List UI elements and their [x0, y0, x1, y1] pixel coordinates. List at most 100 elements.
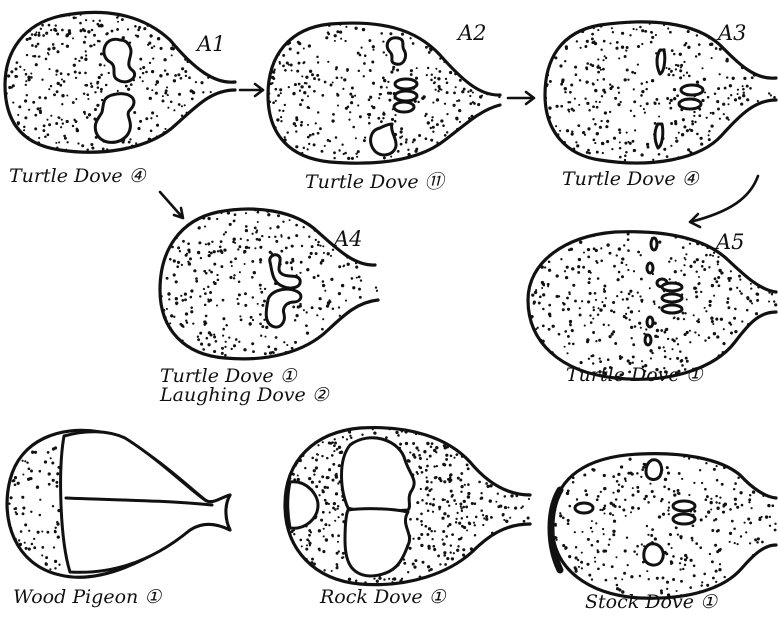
speckle-dot	[131, 145, 134, 148]
speckle-dot	[534, 291, 537, 294]
speckle-dot	[34, 55, 37, 58]
speckle-dot	[202, 348, 205, 351]
speckle-dot	[266, 209, 269, 212]
speckle-dot	[80, 14, 82, 16]
speckle-dot	[380, 32, 383, 35]
speckle-dot	[504, 506, 507, 509]
speckle-dot	[48, 53, 50, 55]
speckle-dot	[668, 513, 670, 515]
speckle-dot	[354, 27, 357, 30]
speckle-dot	[581, 300, 583, 302]
speckle-dot	[16, 61, 19, 64]
speckle-dot	[190, 89, 193, 92]
speckle-dot	[591, 41, 594, 44]
speckle-dot	[679, 69, 682, 72]
speckle-dot	[200, 343, 203, 346]
caption-a1: Turtle Dove ④	[9, 165, 146, 187]
speckle-dot	[175, 297, 178, 300]
speckle-dot	[485, 515, 488, 518]
speckle-dot	[646, 525, 648, 527]
speckle-dot	[225, 324, 228, 327]
speckle-dot	[373, 431, 376, 434]
speckle-dot	[319, 127, 322, 130]
speckle-dot	[222, 328, 225, 331]
speckle-dot	[238, 280, 241, 283]
speckle-dot	[596, 106, 599, 109]
speckle-dot	[184, 58, 187, 61]
speckle-dot	[722, 342, 725, 345]
speckle-dot	[12, 479, 15, 482]
speckle-dot	[106, 148, 108, 150]
speckle-dot	[30, 511, 32, 513]
speckle-dot	[621, 275, 624, 278]
speckle-dot	[585, 493, 588, 496]
speckle-dot	[722, 103, 725, 106]
speckle-dot	[304, 82, 306, 84]
speckle-dot	[468, 522, 471, 525]
speckle-dot	[350, 437, 352, 439]
speckle-dot	[651, 528, 654, 531]
speckle-dot	[544, 266, 546, 268]
speckle-dot	[155, 83, 157, 85]
speckle-dot	[169, 322, 171, 324]
speckle-dot	[547, 285, 549, 287]
speckle-dot	[250, 316, 253, 319]
speckle-dot	[63, 80, 66, 83]
speckle-dot	[299, 459, 302, 462]
speckle-dot	[280, 120, 282, 122]
speckle-dot	[434, 476, 437, 479]
speckle-dot	[593, 247, 596, 250]
speckle-dot	[615, 556, 617, 558]
speckle-dot	[233, 274, 235, 276]
speckle-dot	[619, 131, 622, 134]
speckle-dot	[640, 94, 643, 97]
speckle-dot	[724, 466, 727, 469]
speckle-dot	[691, 120, 694, 123]
speckle-dot	[244, 263, 246, 265]
speckle-dot	[72, 101, 75, 104]
speckle-dot	[567, 308, 570, 311]
speckle-dot	[583, 473, 586, 476]
speckle-dot	[319, 297, 322, 300]
speckle-dot	[592, 331, 595, 334]
speckle-dot	[613, 265, 616, 268]
speckle-dot	[34, 127, 37, 130]
speckle-dot	[315, 466, 318, 469]
speckle-dot	[565, 45, 568, 48]
speckle-dot	[213, 336, 216, 339]
speckle-dot	[641, 82, 644, 85]
speckle-dot	[460, 491, 462, 493]
speckle-dot	[619, 357, 622, 360]
speckle-dot	[706, 495, 709, 498]
speckle-dot	[682, 246, 685, 249]
speckle-dot	[469, 95, 471, 97]
speckle-dot	[621, 46, 624, 49]
speckle-dot	[206, 337, 209, 340]
speckle-dot	[715, 581, 717, 583]
speckle-dot	[445, 535, 448, 538]
speckle-dot	[142, 80, 144, 82]
speckle-dot	[56, 472, 59, 475]
speckle-dot	[729, 532, 732, 535]
speckle-dot	[221, 347, 224, 350]
speckle-dot	[294, 341, 297, 344]
speckle-dot	[597, 29, 599, 31]
speckle-dot	[612, 533, 615, 536]
speckle-dot	[743, 77, 746, 80]
speckle-dot	[445, 458, 448, 461]
speckle-dot	[79, 22, 82, 25]
speckle-dot	[734, 330, 737, 333]
speckle-dot	[227, 211, 230, 214]
speckle-dot	[222, 335, 224, 337]
speckle-dot	[322, 280, 325, 283]
speckle-dot	[426, 465, 429, 468]
speckle-dot	[41, 530, 43, 532]
speckle-dot	[716, 507, 719, 510]
speckle-dot	[577, 265, 580, 268]
speckle-dot	[599, 66, 602, 69]
speckle-dot	[66, 141, 68, 143]
speckle-dot	[666, 155, 669, 158]
speckle-dot	[313, 563, 316, 566]
speckle-dot	[434, 530, 436, 532]
speckle-dot	[673, 490, 676, 493]
